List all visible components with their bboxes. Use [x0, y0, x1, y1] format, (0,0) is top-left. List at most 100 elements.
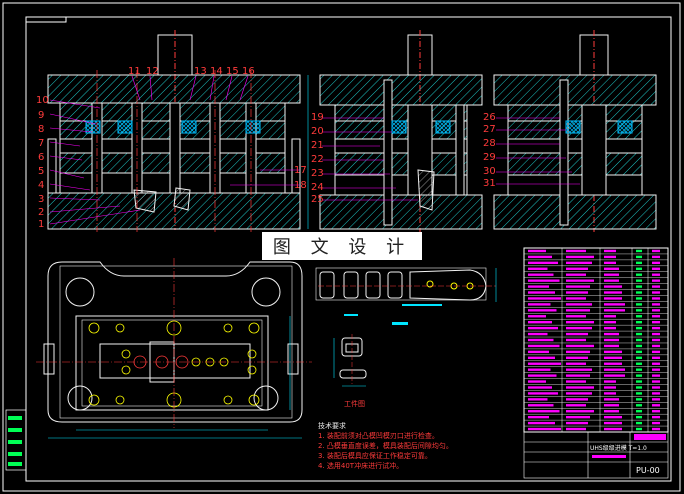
bom-cell-mark	[652, 291, 660, 294]
bom-cell-mark	[636, 315, 642, 318]
part-label-8: 8	[38, 124, 45, 135]
bom-cell-mark	[566, 309, 590, 312]
bom-cell-mark	[604, 279, 619, 282]
bom-cell-mark	[652, 344, 660, 348]
part-label-21: 21	[311, 140, 324, 151]
bom-cell-mark	[604, 356, 622, 359]
bom-cell-mark	[566, 410, 594, 413]
bom-cell-mark	[636, 415, 642, 419]
bom-cell-mark	[636, 309, 642, 312]
bom-cell-mark	[528, 344, 560, 348]
plan-view	[36, 258, 312, 439]
drawing-number: PU-00	[636, 466, 660, 475]
bom-cell-mark	[604, 368, 625, 371]
bom-cell-mark	[604, 332, 619, 336]
bom-cell-mark	[604, 338, 619, 342]
note-item: 2. 凸模垂直度误差，模具装配后间隙均匀。	[318, 442, 453, 450]
bom-cell-mark	[566, 249, 586, 253]
part-label-4: 4	[38, 180, 45, 191]
part-label-26: 26	[483, 112, 496, 123]
bom-cell-mark	[604, 427, 622, 431]
bom-cell-mark	[652, 309, 660, 312]
bom-cell-mark	[652, 374, 660, 377]
note-item: 3. 装配后模具应保证工作稳定可靠。	[318, 452, 432, 460]
bom-cell-mark	[566, 321, 594, 324]
part-label-30: 30	[483, 166, 496, 177]
bom-cell-mark	[636, 285, 642, 288]
bom-cell-mark	[528, 386, 552, 389]
bom-cell-mark	[604, 303, 625, 306]
bom-cell-mark	[652, 285, 660, 288]
part-drawing	[333, 314, 367, 387]
bom-cell-mark	[604, 398, 619, 401]
bom-cell-mark	[528, 362, 561, 365]
watermark-banner: 图 文 设 计	[262, 232, 422, 260]
technical-requirements: 技术要求 1. 装配前须对凸模凹模刃口进行检查。 2. 凸模垂直度误差，模具装配…	[318, 421, 453, 471]
bom-cell-mark	[528, 332, 548, 336]
bom-cell-mark	[604, 321, 616, 324]
part-label-3: 3	[38, 194, 45, 205]
part-label-29: 29	[483, 152, 496, 163]
note-item: 4. 选用40T冲床进行试冲。	[318, 462, 404, 470]
bom-cell-mark	[528, 392, 558, 395]
bom-cell-mark	[528, 415, 549, 419]
bom-cell-mark	[604, 404, 619, 407]
bom-cell-mark	[652, 362, 660, 365]
bom-cell-mark	[652, 261, 660, 265]
bom-cell-mark	[528, 380, 546, 383]
bom-cell-mark	[636, 344, 642, 348]
part-label-18: 18	[294, 180, 307, 191]
bom-cell-mark	[636, 297, 642, 300]
bom-cell-mark	[636, 303, 642, 306]
bom-cell-mark	[566, 415, 590, 419]
bom-cell-mark	[528, 326, 558, 330]
bom-cell-mark	[604, 297, 622, 300]
bom-cell-mark	[604, 267, 619, 270]
part-label-11: 11	[128, 66, 141, 77]
bom-cell-mark	[636, 362, 642, 365]
bom-cell-mark	[604, 315, 616, 318]
bom-cell-mark	[652, 386, 660, 389]
bom-cell-mark	[566, 291, 588, 294]
bom-cell-mark	[528, 249, 546, 253]
bom-cell-mark	[604, 309, 625, 312]
bom-cell-mark	[604, 249, 616, 253]
bom-cell-mark	[566, 392, 592, 395]
bom-cell-mark	[652, 321, 660, 324]
bom-cell-mark	[566, 344, 594, 348]
bom-cell-mark	[652, 356, 660, 359]
bom-cell-mark	[636, 368, 642, 371]
part-label-10: 10	[36, 95, 49, 106]
drawing-name: UHS级级进模 T=1.0	[590, 445, 647, 452]
bom-cell-mark	[566, 374, 590, 377]
margin-strip	[5, 409, 27, 471]
bom-cell-mark	[604, 291, 622, 294]
part-label-19: 19	[311, 112, 324, 123]
bom-cell-mark	[652, 279, 660, 282]
bom-cell-mark	[566, 326, 592, 330]
bom-cell-mark	[566, 350, 590, 354]
bom-cell-mark	[528, 421, 555, 425]
part-label-2: 2	[38, 207, 45, 218]
bom-cell-mark	[604, 273, 619, 276]
bom-cell-mark	[566, 279, 594, 282]
bom-cell-mark	[652, 249, 660, 253]
bom-cell-mark	[528, 404, 554, 407]
notes-title: 技术要求	[318, 422, 346, 430]
bom-cell-mark	[652, 404, 660, 407]
bom-cell-mark	[528, 291, 555, 294]
part-label-24: 24	[311, 182, 324, 193]
bom-cell-mark	[636, 380, 642, 383]
bom-cell-mark	[604, 386, 616, 389]
bom-cell-mark	[566, 332, 588, 336]
bom-cell-mark	[636, 427, 642, 431]
bom-cell-mark	[528, 255, 552, 259]
bom-cell-mark	[566, 356, 588, 359]
bom-cell-mark	[566, 261, 592, 265]
bom-cell-mark	[636, 267, 642, 270]
bom-cell-mark	[636, 386, 642, 389]
bom-cell-mark	[652, 421, 660, 425]
bom-cell-mark	[604, 326, 616, 330]
side-section-view-b	[493, 30, 657, 232]
part-label-22: 22	[311, 154, 324, 165]
